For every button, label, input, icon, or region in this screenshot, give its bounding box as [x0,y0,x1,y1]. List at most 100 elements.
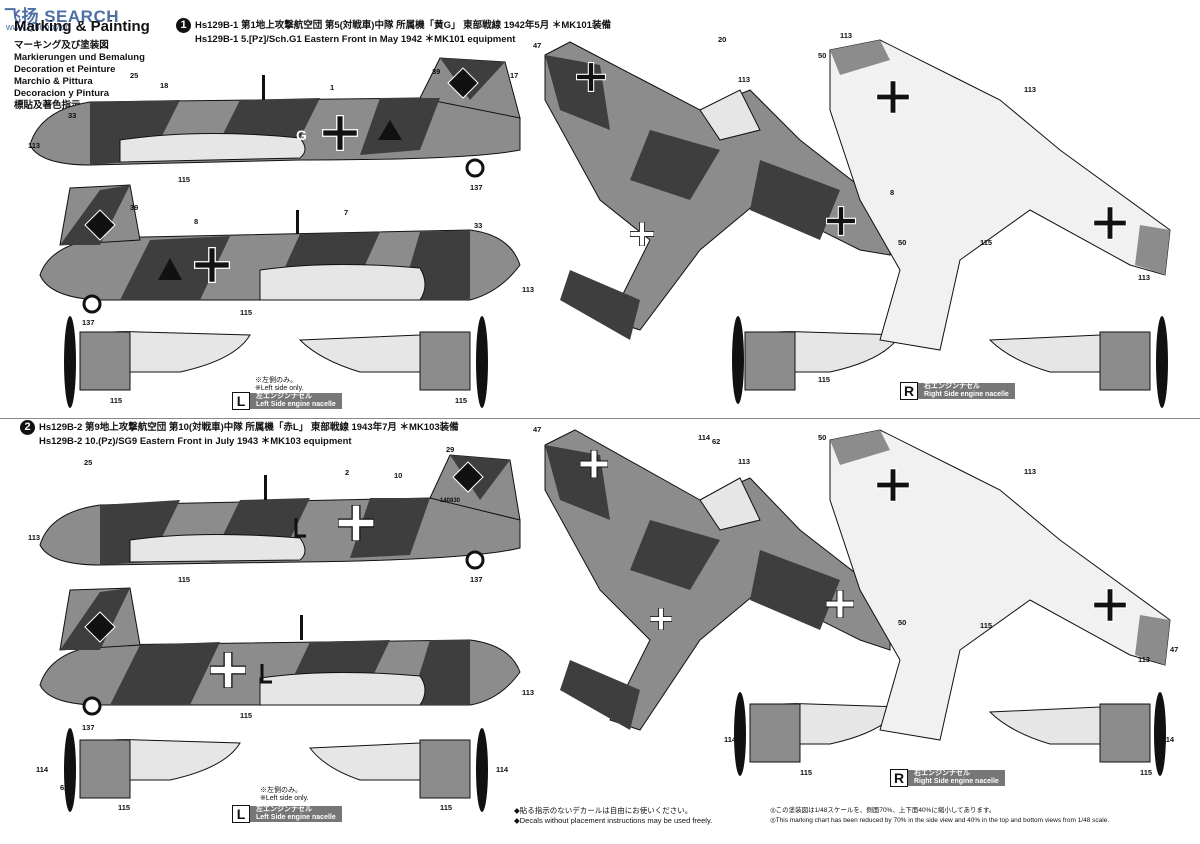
callout-20: 20 [718,35,726,44]
callout-33: 33 [68,111,76,120]
language-item: 標貼及著色指示 [14,100,81,111]
right-nacelle-letter: R [890,769,908,787]
callout-137: 137 [82,318,95,327]
left-only-note-en: ※Left side only. [255,385,304,392]
serial-number: 140830 [440,498,461,504]
scheme1-title-jp: Hs129B-1 第1地上攻撃航空団 第5(対戦車)中隊 所属機「黄G」 東部戦… [195,20,611,32]
scheme1-bottom-view [829,39,1171,351]
callout-114: 114 [724,735,737,744]
callout-115: 115 [818,375,830,384]
footnote-decals-en: ◆Decals without placement instructions m… [514,816,713,825]
callout-25: 25 [84,458,92,467]
callout-113: 113 [522,285,534,294]
right-nacelle-jp: 右エンジンナセル [914,770,970,777]
left-nacelle-letter: L [232,392,250,410]
callout-113: 113 [738,457,750,466]
language-item: マーキング及び塗装図 [14,40,109,51]
callout-62: 62 [60,783,68,792]
footnote-scale-jp: ◎この塗装図は1/48スケールを、側面70%、上下面40%に縮小してあります。 [770,807,996,814]
callout-50: 50 [818,51,826,60]
callout-115: 115 [455,396,467,405]
scheme2-heading: 2 Hs129B-2 第9地上攻撃航空団 第10(対戦車)中隊 所属機「赤L」 東… [20,420,459,448]
scheme2-number: 2 [20,420,35,435]
left-nacelle-en: Left Side engine nacelle [256,814,336,821]
callout-137: 137 [470,575,483,584]
callout-115: 115 [118,803,130,812]
callout-115: 115 [240,711,252,720]
scheme1-side-view-lower [39,184,521,314]
watermark-url: www.fyhobby.cn [6,22,71,32]
callout-47: 47 [533,41,541,50]
callout-50: 50 [898,238,906,247]
callout-17: 17 [510,71,518,80]
scheme1-title-en: Hs129B-1 5.[Pz]/Sch.G1 Eastern Front in … [195,34,516,45]
right-nacelle-en: Right Side engine nacelle [924,391,1009,398]
language-item: Markierungen und Bemalung [14,52,145,63]
callout-137: 137 [470,183,483,192]
scheme2-title-jp: Hs129B-2 第9地上攻撃航空団 第10(対戦車)中隊 所属機「赤L」 東部… [39,422,459,434]
footnote-decals-jp: ◆貼る指示のないデカールは自由にお使いください。 [514,806,693,815]
callout-47: 47 [533,425,541,434]
callout-62: 62 [478,783,486,792]
footnote-decals: ◆貼る指示のないデカールは自由にお使いください。 ◆Decals without… [514,806,712,826]
callout-25: 25 [130,71,138,80]
scheme2-title-en: Hs129B-2 10.(Pz)/SG9 Eastern Front in Ju… [39,436,352,447]
callout-50: 50 [898,618,906,627]
callout-115: 115 [980,621,992,630]
left-nacelle-jp: 左エンジンナセル [256,806,312,813]
right-nacelle-letter: R [900,382,918,400]
callout-62: 62 [712,437,720,446]
footnote-scale-en: ◎This marking chart has been reduced by … [770,817,1110,824]
scheme1-nacelles [64,316,1168,408]
callout-115: 115 [178,575,190,584]
callout-8: 8 [194,217,198,226]
scheme2-side-view-upper: 140830 [39,454,521,570]
callout-47: 47 [1170,645,1178,654]
callout-1: 1 [330,83,334,92]
callout-2: 2 [345,468,349,477]
language-item: Marchio & Pittura [14,76,93,87]
callout-39: 39 [130,203,138,212]
scheme2-top-view [544,429,891,731]
callout-137: 137 [82,723,95,732]
code-letter-g: G [296,127,307,143]
scheme1-number: 1 [176,18,191,33]
scheme1-heading: 1 Hs129B-1 第1地上攻撃航空団 第5(対戦車)中隊 所属機「黄G」 東部… [176,18,611,46]
scheme2-side-view-lower [39,587,521,716]
language-item: Decoration et Peinture [14,64,116,75]
language-list: マーキング及び塗装図 Markierungen und Bemalung Dec… [14,40,145,112]
callout-115: 115 [178,175,190,184]
footnote-scale: ◎この塗装図は1/48スケールを、側面70%、上下面40%に縮小してあります。 … [770,806,1109,826]
left-only-note-jp: ※左側のみ。 [260,785,302,794]
callout-113: 113 [1024,467,1036,476]
language-item: Decoracion y Pintura [14,88,110,99]
left-nacelle-letter: L [232,805,250,823]
callout-115: 115 [240,308,252,317]
page-title: Marking & Painting [14,18,150,35]
left-nacelle-en: Left Side engine nacelle [256,401,336,408]
right-nacelle-en: Right Side engine nacelle [914,778,999,785]
callout-115: 115 [1140,768,1152,777]
callout-115: 115 [800,768,812,777]
scheme1-top-view [544,41,891,340]
scheme1-side-view-upper: G [29,57,521,178]
callout-113: 113 [1138,655,1150,664]
callout-18: 18 [160,81,168,90]
callout-numbers: 113 18 1 25 115 137 17 39 33 113 39 7 8 … [28,31,1178,812]
callout-113: 113 [840,31,852,40]
callout-113: 113 [522,688,534,697]
callout-113: 113 [28,141,40,150]
scheme2-bottom-view [829,429,1171,741]
left-only-note-jp: ※左側のみ。 [255,375,297,384]
callout-114: 114 [496,765,509,774]
callout-8: 8 [890,188,894,197]
callout-115: 115 [980,238,992,247]
right-nacelle-jp: 右エンジンナセル [924,383,980,390]
callout-115: 115 [110,396,122,405]
callout-39: 39 [432,67,440,76]
callout-50: 50 [818,433,826,442]
callout-113: 113 [28,533,40,542]
